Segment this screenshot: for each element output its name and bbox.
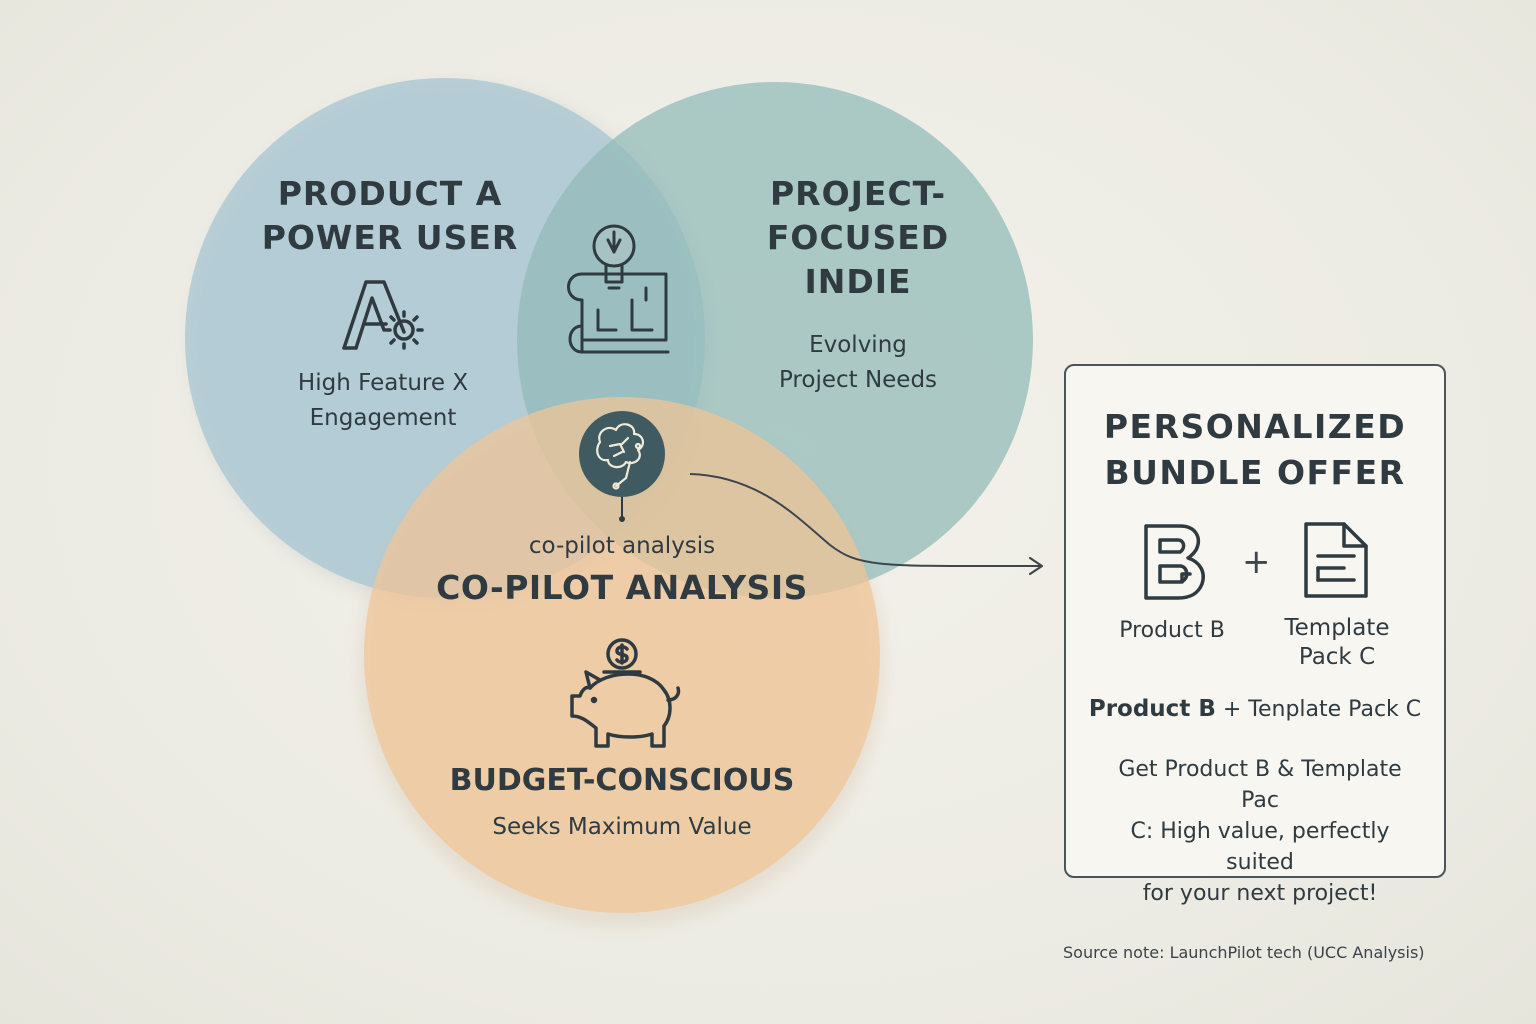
budget-title: BUDGET-CONSCIOUS <box>449 763 795 798</box>
bundle-offer-title: PERSONALIZED BUNDLE OFFER <box>1066 404 1444 496</box>
bundle-combo-line: Product B + Tenplate Pack C <box>1066 696 1444 722</box>
piggy-bank-icon <box>570 638 681 748</box>
project-indie-sub-line2: Project Needs <box>778 367 938 393</box>
budget-subtitle: Seeks Maximum Value <box>492 814 752 840</box>
product-b-label: Product B <box>1119 618 1225 643</box>
product-a-title-line1: PRODUCT A <box>277 174 503 213</box>
product-a-sub-line2: Engagement <box>309 405 457 431</box>
product-a-title-line2: POWER USER <box>261 218 519 257</box>
project-indie-subtitle: Evolving Project Needs <box>715 328 1001 398</box>
bundle-offer-title-line2: BUNDLE OFFER <box>1104 453 1406 492</box>
copilot-big-label: CO-PILOT ANALYSIS <box>436 568 808 607</box>
plus-sign: + <box>1242 542 1271 582</box>
template-pack-label-line2: Pack C <box>1298 644 1376 670</box>
bundle-desc-line1: Get Product B & Template Pac <box>1118 757 1402 813</box>
project-indie-title-line2: FOCUSED <box>766 218 950 257</box>
project-indie-sub-line1: Evolving <box>809 332 907 358</box>
bundle-desc-line3: for your next project! <box>1142 881 1378 906</box>
bundle-offer-card: PERSONALIZED BUNDLE OFFER + Product B Te… <box>1064 364 1446 906</box>
template-document-icon <box>1304 522 1368 598</box>
bundle-desc-line2: C: High value, perfectly suited <box>1130 819 1390 875</box>
bundle-description: Get Product B & Template Pac C: High val… <box>1110 754 1410 909</box>
template-pack-label: Template Pack C <box>1262 614 1412 672</box>
letter-a-gear-icon <box>342 280 424 350</box>
template-pack-label-line1: Template <box>1284 615 1390 641</box>
source-note: Source note: LaunchPilot tech (UCC Analy… <box>1063 943 1425 962</box>
brain-circuit-icon <box>579 411 665 522</box>
copilot-small-label: co-pilot analysis <box>528 533 716 559</box>
project-indie-title-line1: PROJECT- <box>769 174 947 213</box>
connector-arrow <box>689 473 1041 568</box>
product-a-sub-line1: High Feature X <box>297 370 469 396</box>
bundle-combo-rest: + Tenplate Pack C <box>1222 697 1422 722</box>
project-indie-title-line3: INDIE <box>804 262 912 301</box>
product-b-icon <box>1144 524 1205 600</box>
product-a-subtitle: High Feature X Engagement <box>255 366 511 436</box>
bundle-combo-product: Product B <box>1088 696 1216 722</box>
lightbulb-blueprint-icon <box>567 224 670 354</box>
bundle-offer-title-line1: PERSONALIZED <box>1103 407 1407 446</box>
project-indie-title: PROJECT- FOCUSED INDIE <box>715 172 1001 304</box>
product-a-title: PRODUCT A POWER USER <box>255 172 525 260</box>
